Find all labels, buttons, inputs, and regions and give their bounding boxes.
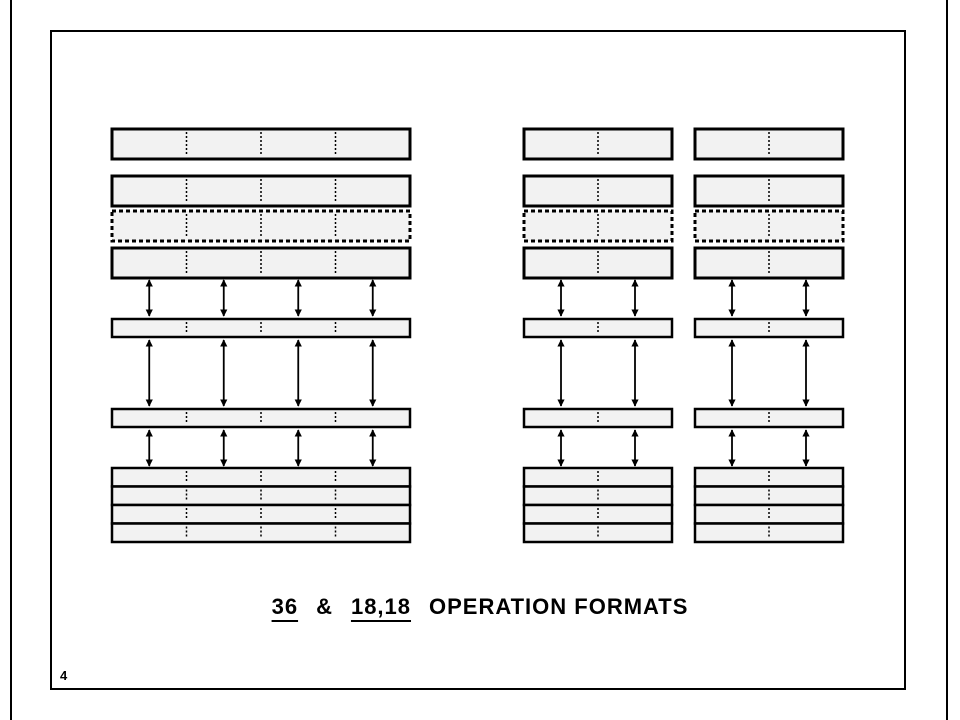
memory-row: [110, 466, 412, 488]
right-edge-line: [946, 0, 948, 720]
memory-row: [693, 485, 845, 507]
page-number: 4: [60, 668, 68, 683]
memory-row: [693, 466, 845, 488]
title-part-18-18: 18,18: [350, 594, 412, 619]
memory-row: [110, 522, 412, 544]
left-edge-line: [10, 0, 12, 720]
memory-row: [522, 503, 674, 525]
title-part-36: 36: [271, 594, 299, 619]
memory-row: [110, 503, 412, 525]
memory-row: [693, 503, 845, 525]
memory-row: [110, 485, 412, 507]
diagram-title: 36&18,18 OPERATION FORMATS: [0, 594, 960, 620]
memory-row: [522, 485, 674, 507]
title-ampersand: &: [316, 594, 333, 619]
memory-row: [522, 522, 674, 544]
slide-frame: [50, 30, 906, 690]
memory-row: [522, 466, 674, 488]
memory-row: [693, 522, 845, 544]
title-rest: OPERATION FORMATS: [429, 594, 689, 619]
